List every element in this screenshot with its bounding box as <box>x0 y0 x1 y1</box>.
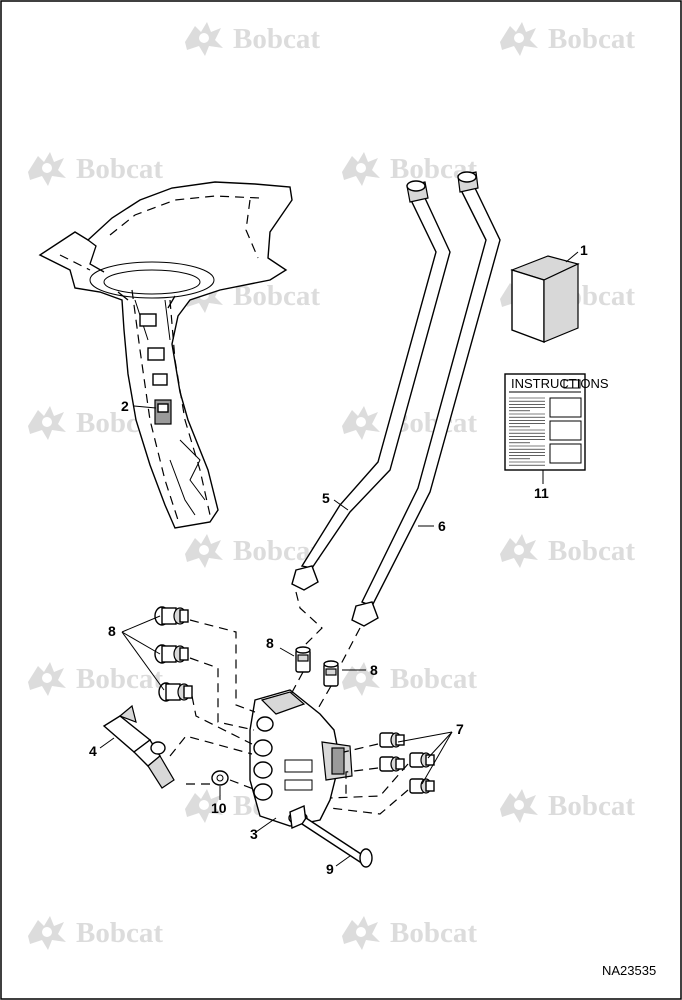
callout-5: 5 <box>322 490 330 506</box>
watermark-tile: Bobcat <box>185 534 320 568</box>
callout-8-right: 8 <box>370 662 378 678</box>
callout-9: 9 <box>326 861 334 877</box>
watermark-text: Bobcat <box>76 663 163 695</box>
kit-box <box>510 255 580 344</box>
hose-fitting <box>102 704 175 789</box>
callout-6: 6 <box>438 518 446 534</box>
reference-code: NA23535 <box>602 963 656 978</box>
watermark-tile: Bobcat <box>185 279 320 313</box>
callout-8-middle: 8 <box>266 635 274 651</box>
instructions-text-lines <box>509 397 545 466</box>
washer <box>211 770 229 786</box>
watermark-tile: Bobcat <box>500 22 635 56</box>
watermark-tile: Bobcat <box>28 662 163 696</box>
fittings-right <box>379 732 435 794</box>
instructions-header: INSTRUCTIONS <box>511 376 609 391</box>
watermark-tile: Bobcat <box>28 916 163 950</box>
hydraulic-tube-5 <box>291 180 451 591</box>
callout-8-left: 8 <box>108 623 116 639</box>
watermark-text: Bobcat <box>390 663 477 695</box>
watermark-tile: Bobcat <box>500 534 635 568</box>
callout-1: 1 <box>580 242 588 258</box>
watermark-tile: Bobcat <box>342 662 477 696</box>
valve-body <box>249 689 353 830</box>
bolt <box>301 817 373 868</box>
fittings-middle <box>295 646 339 687</box>
instructions-sheet: INSTRUCTIONS <box>504 373 609 471</box>
watermark-text: Bobcat <box>548 535 635 567</box>
callout-7: 7 <box>456 721 464 737</box>
hydraulic-tube-6 <box>351 171 501 627</box>
watermark-tile: Bobcat <box>28 152 163 186</box>
joystick-handle-drawing <box>38 181 293 529</box>
watermark-tile: Bobcat <box>342 406 477 440</box>
watermark-tile: Bobcat <box>342 152 477 186</box>
watermark-text: Bobcat <box>233 280 320 312</box>
callout-labels: 1 2 3 4 5 6 7 8 8 8 9 10 11 <box>89 242 588 877</box>
callout-4: 4 <box>89 743 97 759</box>
watermark-text: Bobcat <box>76 917 163 949</box>
callout-10: 10 <box>211 800 227 816</box>
assembly-lines <box>169 591 409 815</box>
fittings-left <box>154 606 193 702</box>
watermark-text: Bobcat <box>233 23 320 55</box>
watermark-text: Bobcat <box>548 790 635 822</box>
callout-2: 2 <box>121 398 129 414</box>
watermark-text: Bobcat <box>76 153 163 185</box>
watermark-text: Bobcat <box>390 917 477 949</box>
watermark-tile: Bobcat <box>342 916 477 950</box>
leader-lines <box>99 251 579 867</box>
watermark-tile: Bobcat <box>185 22 320 56</box>
watermark-tile: Bobcat <box>500 789 635 823</box>
callout-3: 3 <box>250 826 258 842</box>
callout-11: 11 <box>534 485 549 501</box>
watermark-text: Bobcat <box>548 23 635 55</box>
